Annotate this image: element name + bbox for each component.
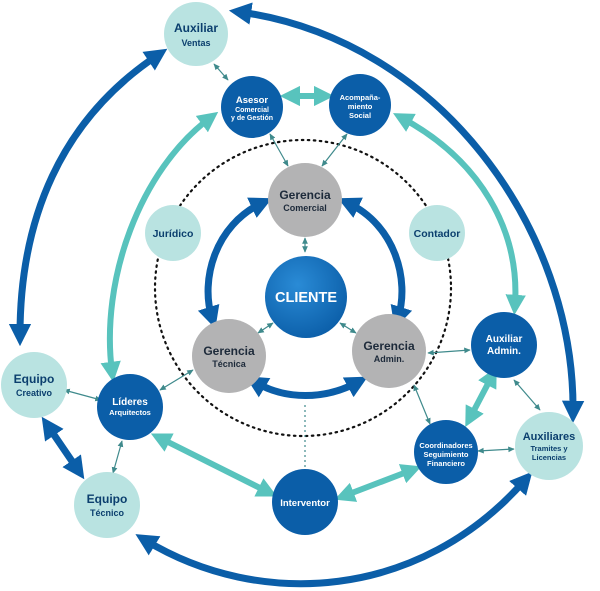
connector-tecnica-lideres [159, 369, 194, 391]
auxiliares-label-3: Licencias [532, 453, 566, 462]
acompanamiento-label-1: Acompaña- [340, 93, 381, 102]
teal-arrow-right [393, 113, 526, 316]
juridico-label: Jurídico [153, 228, 194, 240]
node-gerencia-comercial: Gerencia Comercial [268, 163, 342, 237]
node-contador: Contador [409, 205, 465, 261]
acompanamiento-label-3: Social [349, 111, 371, 120]
gerencia-comercial-label-2: Comercial [283, 203, 327, 213]
teal-arrow-left [100, 111, 219, 383]
acompanamiento-label-2: miento [348, 102, 373, 111]
dotted-ring [153, 138, 453, 438]
node-equipo-creativo: Equipo Creativo [1, 352, 67, 418]
node-asesor: Asesor Comercial y de Gestión [221, 76, 283, 138]
auxiliar-ventas-label-1: Auxiliar [174, 21, 218, 35]
auxiliares-label-2: Tramites y [530, 444, 568, 453]
gerencia-admin-label-2: Admin. [374, 354, 405, 364]
auxiliar-admin-label-1: Auxiliar [486, 334, 523, 345]
connector-admin-cliente [339, 322, 357, 334]
connector-asesor-comercial [269, 133, 289, 167]
connector-admin-auxadmin [427, 347, 471, 356]
cliente-label: CLIENTE [275, 290, 337, 306]
connector-lideres-tecnico [111, 440, 124, 474]
auxiliares-label-1: Auxiliares [523, 431, 576, 443]
coordinadores-label-2: Seguimiento [423, 450, 468, 459]
thin-connectors [63, 63, 541, 474]
coordinadores-label-1: Coordinadores [419, 441, 472, 450]
node-lideres: Líderes Arquitectos [97, 374, 163, 440]
node-coordinadores: Coordinadores Seguimiento Financiero [414, 420, 478, 484]
connector-tecnica-cliente [257, 322, 274, 334]
connector-ventas-asesor [213, 63, 229, 81]
gerencia-admin-label-1: Gerencia [363, 339, 415, 353]
node-acompanamiento: Acompaña- miento Social [329, 74, 391, 136]
node-juridico: Jurídico [145, 205, 201, 261]
equipo-tecnico-label-1: Equipo [87, 492, 128, 506]
contador-label: Contador [414, 228, 461, 240]
connector-auxadmin-auxiliares [513, 379, 541, 411]
lideres-label-2: Arquitectos [109, 408, 151, 417]
node-equipo-tecnico: Equipo Técnico [74, 472, 140, 538]
gerencia-tecnica-label-1: Gerencia [203, 344, 255, 358]
auxiliar-admin-label-2: Admin. [487, 346, 521, 357]
inner-arrow-left [197, 197, 273, 329]
asesor-label-2: Comercial [235, 107, 269, 114]
coordinadores-label-3: Financiero [427, 459, 465, 468]
teal-arrow-lideres-interventor [150, 433, 278, 497]
connector-creativo-lideres [63, 388, 102, 402]
equipo-creativo-label-1: Equipo [14, 372, 55, 386]
outer-arrow-creativo-tecnico [41, 416, 85, 480]
auxiliar-ventas-label-2: Ventas [181, 38, 210, 48]
inner-arrow-right [337, 197, 413, 329]
inner-arrow-bottom [245, 376, 368, 399]
connector-coordinadores-auxiliares [477, 446, 515, 454]
connector-admin-coordinadores [413, 384, 431, 425]
node-interventor: Interventor [272, 469, 338, 535]
outer-arrow-bottom [135, 471, 533, 588]
node-cliente: CLIENTE [265, 256, 347, 338]
node-auxiliar-admin: Auxiliar Admin. [471, 312, 537, 378]
node-gerencia-admin: Gerencia Admin. [352, 314, 426, 388]
equipo-creativo-label-2: Creativo [16, 388, 53, 398]
lideres-label-1: Líderes [112, 397, 148, 408]
node-gerencia-tecnica: Gerencia Técnica [192, 319, 266, 393]
connector-acomp-comercial [321, 133, 348, 167]
gerencia-tecnica-label-2: Técnica [212, 359, 247, 369]
gerencia-comercial-label-1: Gerencia [279, 188, 331, 202]
asesor-label-1: Asesor [236, 95, 269, 106]
asesor-label-3: y de Gestión [231, 115, 273, 122]
teal-arrow-auxadmin-coordinadores [465, 366, 497, 428]
outer-arrow-left [8, 48, 168, 347]
equipo-tecnico-label-2: Técnico [90, 508, 125, 518]
interventor-label: Interventor [280, 498, 330, 509]
node-auxiliares: Auxiliares Tramites y Licencias [515, 412, 583, 480]
node-auxiliar-ventas: Auxiliar Ventas [164, 2, 228, 66]
teal-arrow-interventor-coordinadores [334, 464, 422, 502]
